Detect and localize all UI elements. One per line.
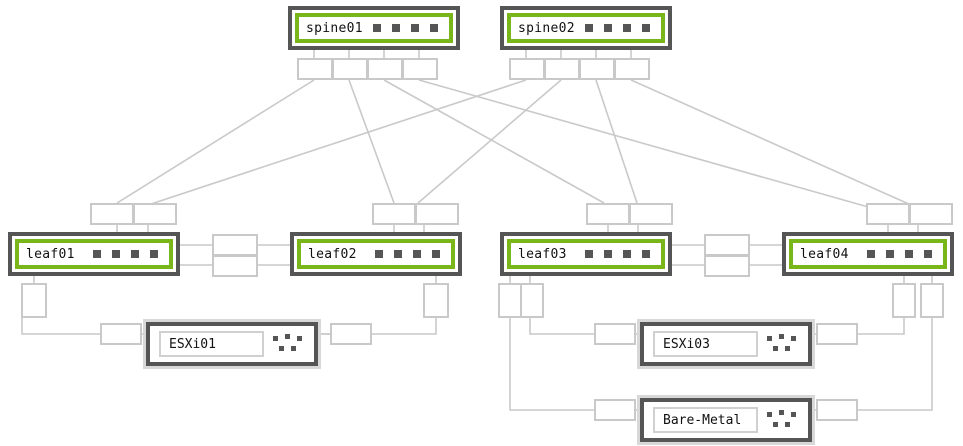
port-box[interactable]: [297, 58, 333, 80]
port-box[interactable]: [544, 58, 580, 80]
node-label: ESXi03: [663, 336, 710, 352]
host-name-box: Bare-Metal: [653, 407, 758, 433]
port-led-group: [585, 250, 650, 258]
node-leaf04[interactable]: leaf04: [782, 232, 954, 276]
port-box[interactable]: [909, 203, 953, 225]
port-box[interactable]: [402, 58, 438, 80]
host-led-group: [767, 409, 801, 431]
host-name-box: ESXi01: [159, 331, 264, 357]
node-spine01[interactable]: spine01: [288, 6, 460, 50]
port-box[interactable]: [423, 283, 449, 318]
node-label: spine02: [518, 20, 575, 36]
port-box[interactable]: [372, 203, 416, 225]
port-box[interactable]: [498, 283, 522, 318]
port-box[interactable]: [920, 283, 944, 318]
port-box[interactable]: [614, 58, 650, 80]
port-box[interactable]: [415, 203, 459, 225]
host-port-box[interactable]: [816, 323, 858, 345]
port-box[interactable]: [892, 283, 916, 318]
node-esxi01[interactable]: ESXi01: [143, 319, 321, 369]
port-led-group: [373, 24, 438, 32]
peer-link-port[interactable]: [212, 234, 258, 256]
port-box[interactable]: [21, 283, 47, 318]
port-box[interactable]: [332, 58, 368, 80]
peer-link-port[interactable]: [704, 234, 750, 256]
host-port-box[interactable]: [330, 323, 372, 345]
port-box[interactable]: [367, 58, 403, 80]
node-leaf01[interactable]: leaf01: [8, 232, 180, 276]
port-led-group: [375, 250, 440, 258]
host-port-box[interactable]: [816, 399, 858, 421]
node-label: spine01: [306, 20, 363, 36]
node-label: ESXi01: [169, 336, 216, 352]
port-box[interactable]: [520, 283, 544, 318]
node-leaf02[interactable]: leaf02: [290, 232, 462, 276]
port-box[interactable]: [133, 203, 177, 225]
node-label: leaf04: [800, 246, 849, 262]
port-box[interactable]: [866, 203, 910, 225]
node-spine02[interactable]: spine02: [500, 6, 672, 50]
port-led-group: [93, 250, 158, 258]
host-name-box: ESXi03: [653, 331, 758, 357]
node-leaf03[interactable]: leaf03: [500, 232, 672, 276]
port-box[interactable]: [509, 58, 545, 80]
peer-link-port[interactable]: [704, 255, 750, 277]
host-port-box[interactable]: [100, 323, 142, 345]
port-led-group: [867, 250, 932, 258]
host-led-group: [273, 333, 307, 355]
peer-link-port[interactable]: [212, 255, 258, 277]
node-label: Bare-Metal: [663, 412, 742, 428]
port-led-group: [585, 24, 650, 32]
node-label: leaf01: [26, 246, 75, 262]
status-band: [789, 239, 947, 269]
port-box[interactable]: [586, 203, 630, 225]
host-led-group: [767, 333, 801, 355]
node-label: leaf02: [308, 246, 357, 262]
host-port-box[interactable]: [594, 323, 636, 345]
node-esxi03[interactable]: ESXi03: [637, 319, 815, 369]
node-label: leaf03: [518, 246, 567, 262]
port-box[interactable]: [90, 203, 134, 225]
node-baremetal[interactable]: Bare-Metal: [637, 395, 815, 445]
host-port-box[interactable]: [594, 399, 636, 421]
port-box[interactable]: [579, 58, 615, 80]
port-box[interactable]: [629, 203, 673, 225]
